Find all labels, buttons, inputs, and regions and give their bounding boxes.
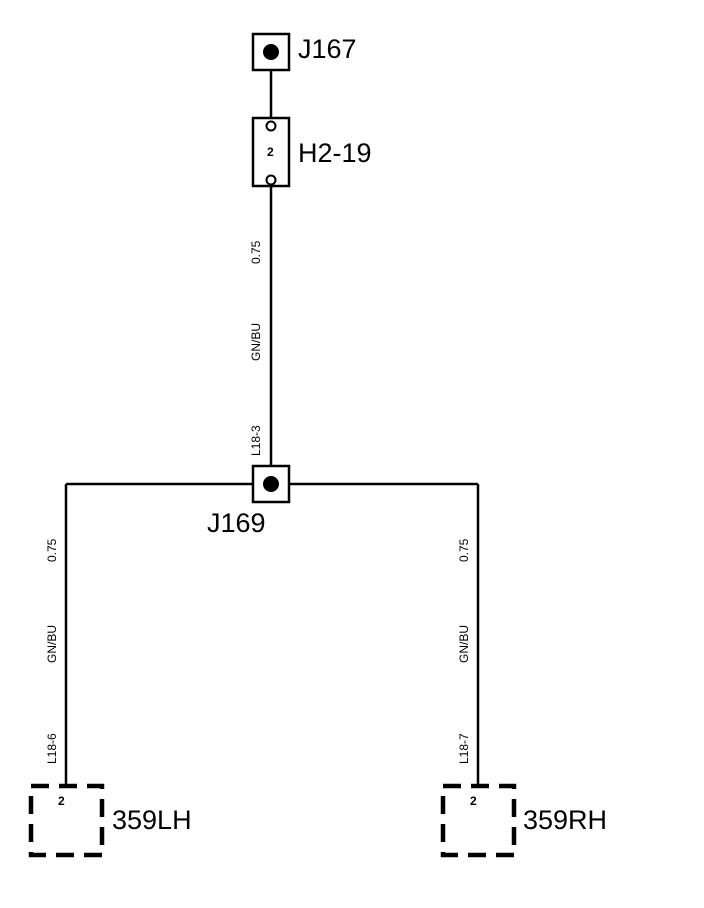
splice-j167-dot bbox=[263, 44, 279, 60]
component-359rh-pin-number: 2 bbox=[470, 794, 477, 808]
component-359lh-pin-number: 2 bbox=[58, 794, 65, 808]
component-359lh-label: 359LH bbox=[112, 805, 192, 835]
wire-main-gauge: 0.75 bbox=[249, 240, 263, 264]
wire-right-color: GN/BU bbox=[457, 625, 471, 663]
splice-j167: J167 bbox=[251, 32, 357, 72]
wire-left-gauge: 0.75 bbox=[45, 538, 59, 562]
wire-left-color: GN/BU bbox=[45, 625, 59, 663]
wire-right-id: L18-7 bbox=[457, 733, 471, 764]
connector-h2-19-pin-bottom bbox=[265, 174, 277, 186]
splice-j169-dot bbox=[263, 476, 279, 492]
wire-left-id: L18-6 bbox=[45, 733, 59, 764]
wire-main-color: GN/BU bbox=[249, 323, 263, 361]
connector-h2-19-pin-number: 2 bbox=[267, 145, 274, 159]
connector-h2-19-pin-top bbox=[265, 120, 277, 132]
splice-j169: J169 bbox=[207, 464, 291, 538]
component-359rh-outline bbox=[440, 783, 517, 858]
component-359rh: 2 359RH bbox=[440, 783, 607, 858]
connector-h2-19: 2 H2-19 bbox=[251, 116, 372, 188]
wire-main-id: L18-3 bbox=[249, 425, 263, 456]
component-359rh-label: 359RH bbox=[523, 805, 607, 835]
splice-j167-label: J167 bbox=[298, 34, 357, 64]
component-359lh-outline bbox=[28, 783, 105, 858]
splice-j169-label: J169 bbox=[207, 508, 266, 538]
component-359lh: 2 359LH bbox=[28, 783, 192, 858]
connector-h2-19-label: H2-19 bbox=[298, 138, 372, 168]
wire-right-gauge: 0.75 bbox=[457, 538, 471, 562]
